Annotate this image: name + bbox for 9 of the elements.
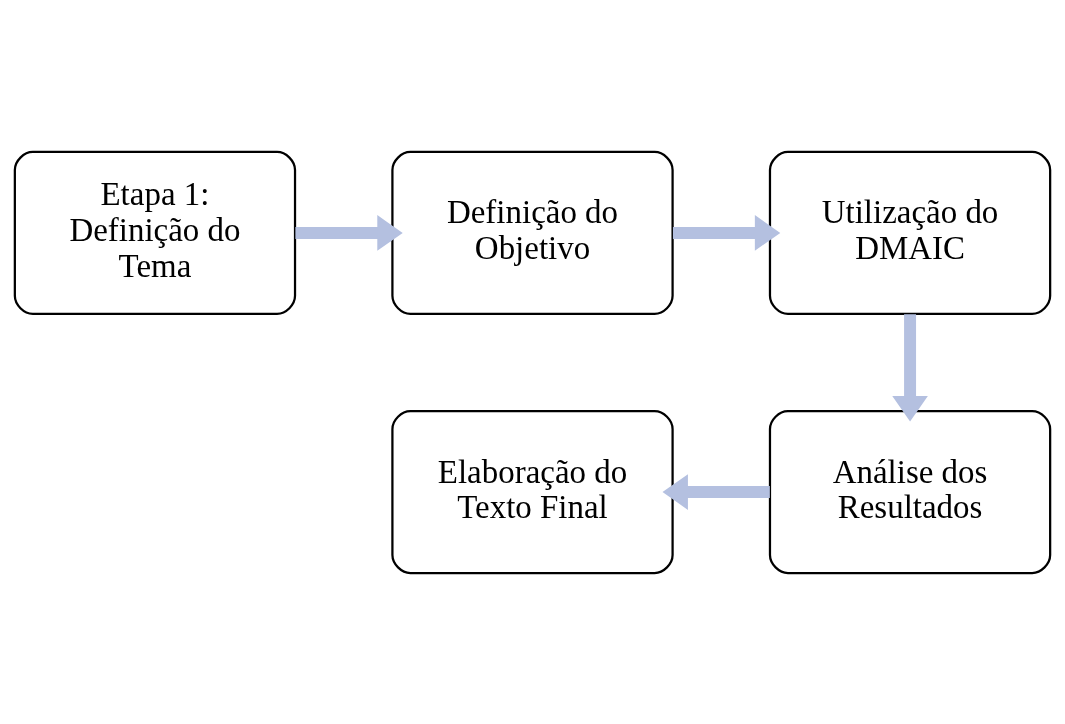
node-box: Definição do Objetivo [391, 150, 674, 315]
arrow [672, 214, 781, 251]
node-box: Utilização do DMAIC [768, 150, 1052, 315]
arrow [295, 214, 403, 251]
arrow [892, 313, 928, 422]
node-box: Elaboração do Texto Final [391, 409, 674, 574]
node-box: Etapa 1: Definição do Tema [13, 150, 297, 315]
arrow [662, 473, 770, 510]
node-box: Análise dos Resultados [768, 409, 1052, 574]
